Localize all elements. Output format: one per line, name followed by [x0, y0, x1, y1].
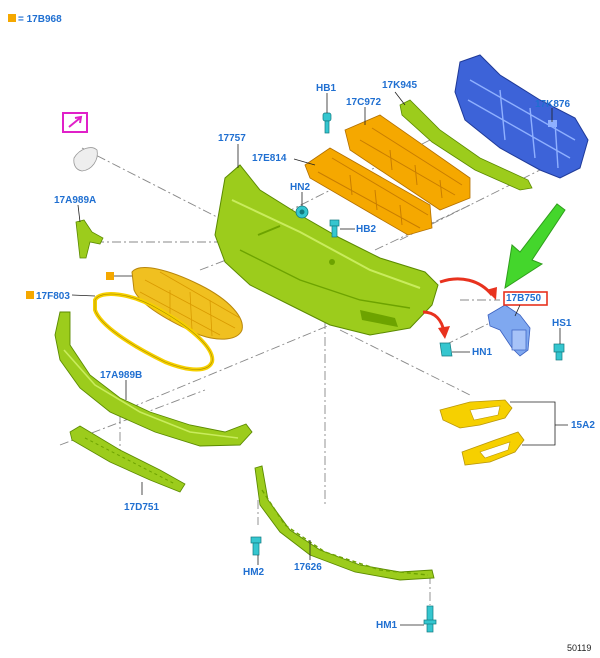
fastener-HB1 [322, 112, 332, 134]
label-17A989B: 17A989B [100, 370, 143, 381]
fastener-HM1 [423, 605, 437, 633]
part-17A989A-bracket [75, 219, 104, 259]
part-17F803-surround [93, 292, 215, 372]
leader-lines [71, 91, 568, 626]
part-17K876-reinforcement [454, 54, 589, 179]
label-17C972: 17C972 [346, 97, 382, 108]
label-HN1: HN1 [472, 347, 493, 358]
part-17E814-absorber [304, 147, 433, 236]
fastener-HN2 [295, 205, 309, 219]
orange-square-marker [106, 272, 114, 280]
part-17B750-bracket [487, 304, 531, 357]
label-17757: 17757 [218, 133, 246, 144]
label-17B750: 17B750 [506, 293, 542, 304]
red-arrow-upper [439, 277, 497, 300]
part-15A2-lamps [439, 399, 525, 466]
part-grille [131, 267, 243, 340]
label-17A989A: 17A989A [54, 195, 97, 206]
figure-reference-number: 50119 [567, 643, 592, 653]
part-17D751-deflector [69, 425, 186, 493]
part-17757-bumper-cover [214, 164, 439, 336]
label-HM2: HM2 [243, 567, 265, 578]
label-17D751: 17D751 [124, 502, 160, 513]
label-HS1: HS1 [552, 318, 572, 329]
label-17E814: 17E814 [252, 153, 287, 164]
highlight-box-17B750 [503, 291, 548, 306]
fastener-HN1 [439, 342, 453, 357]
label-HM1: HM1 [376, 620, 398, 631]
label-HB1: HB1 [316, 83, 337, 94]
label-17F803-text: 17F803 [36, 291, 70, 302]
label-15A2: 15A2 [571, 420, 595, 431]
lamp-cover-part [73, 147, 98, 172]
fastener-HB2 [329, 219, 340, 238]
fastener-HS1 [553, 343, 565, 361]
legend-swatch [8, 14, 16, 22]
label-17F803-swatch [26, 291, 34, 299]
label-HB2: HB2 [356, 224, 377, 235]
fastener-HM2 [250, 536, 262, 556]
red-arrow-lower [422, 310, 450, 339]
part-17626-lower-strip [254, 465, 435, 581]
label-17K945: 17K945 [382, 80, 418, 91]
part-17A989B-panel [54, 311, 253, 447]
label-17626: 17626 [294, 562, 322, 573]
part-17C972-absorber [344, 114, 471, 211]
label-HN2: HN2 [290, 182, 311, 193]
label-17F803: 17F803 [26, 291, 70, 303]
legend-text: = 17B968 [18, 14, 62, 25]
label-17K876: 17K876 [535, 99, 571, 110]
green-arrow-indicator [504, 203, 566, 290]
new-part-indicator [62, 112, 88, 133]
legend: = 17B968 [8, 14, 62, 26]
part-17K945-strip [399, 99, 533, 191]
